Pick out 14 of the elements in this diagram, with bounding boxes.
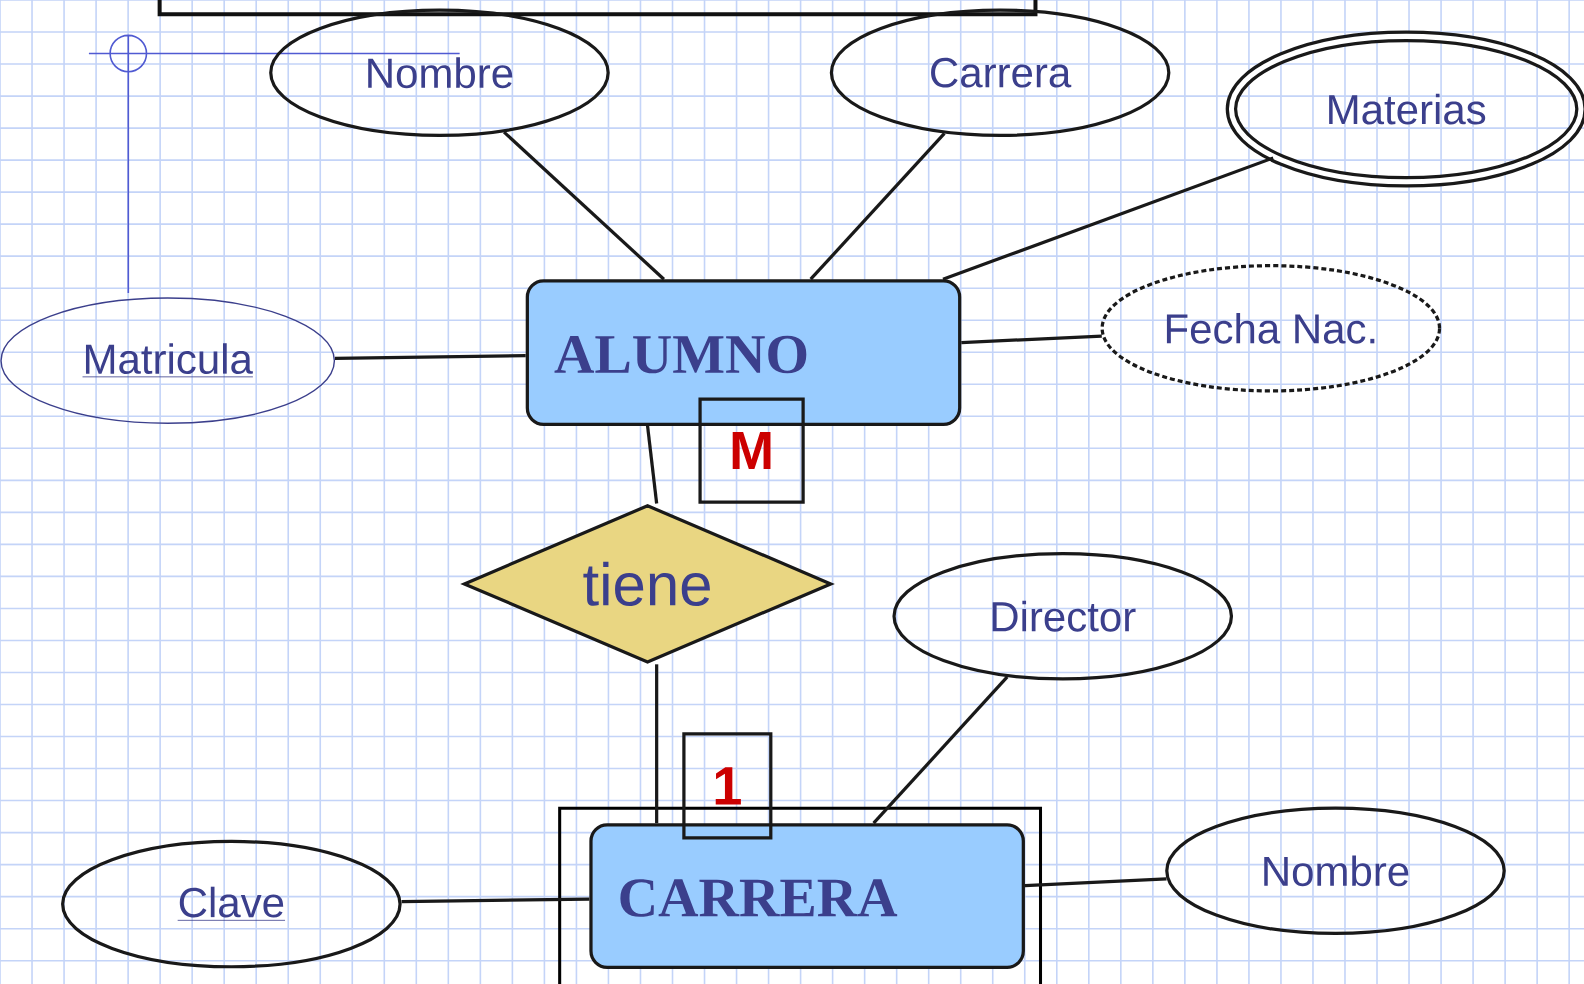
entity-box: ALUMNO (525, 279, 962, 426)
connector-line (645, 425, 659, 504)
connector-line (655, 664, 659, 824)
cardinality-box: M (698, 397, 805, 504)
cardinality-box: 1 (682, 732, 773, 840)
connector-line (809, 132, 946, 281)
connector-line (502, 131, 665, 281)
connector-line (334, 354, 526, 360)
weak-entity-box: CARRERA (558, 806, 1043, 984)
connector-line (872, 675, 1009, 825)
connector-line (942, 156, 1274, 281)
connector-line (401, 897, 590, 904)
connector-line (1024, 877, 1167, 888)
connector-line (961, 334, 1102, 345)
